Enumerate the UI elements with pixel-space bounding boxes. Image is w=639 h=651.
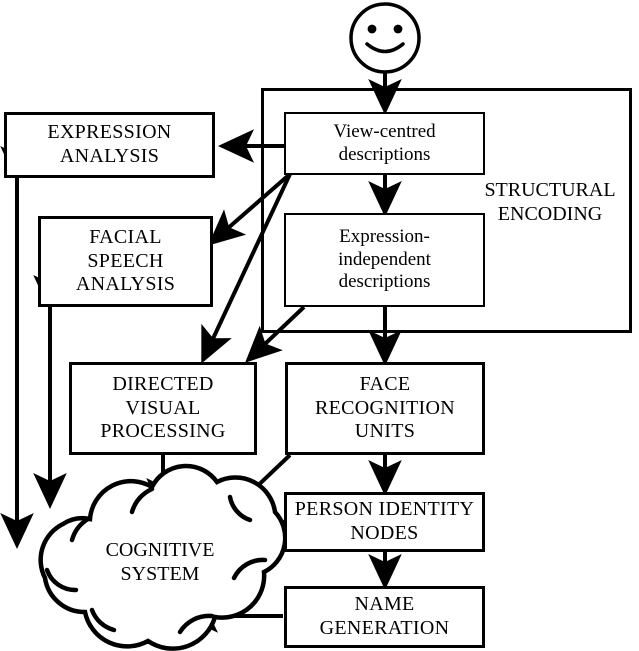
connector-view-centred-to-directed-visual	[201, 173, 292, 364]
node-cognitive-system-label: COGNITIVE SYSTEM	[105, 539, 215, 585]
node-facial-speech-analysis[interactable]: FACIAL SPEECH ANALYSIS	[38, 216, 213, 307]
connector-view-centred-to-facial-speech	[207, 172, 292, 246]
structural-encoding-label: STRUCTURAL ENCODING	[484, 179, 616, 225]
node-name-generation-label: NAME GENERATION	[319, 593, 450, 639]
node-expression-independent-descriptions-label: Expression- independent descriptions	[338, 226, 431, 293]
node-expression-analysis-label: EXPRESSION ANALYSIS	[47, 121, 172, 167]
smiley-face-icon	[349, 2, 421, 74]
node-name-generation[interactable]: NAME GENERATION	[284, 586, 485, 648]
node-facial-speech-analysis-label: FACIAL SPEECH ANALYSIS	[75, 226, 176, 296]
node-face-recognition-units[interactable]: FACE RECOGNITION UNITS	[285, 362, 485, 455]
node-face-recognition-units-label: FACE RECOGNITION UNITS	[315, 373, 455, 443]
node-directed-visual-processing[interactable]: DIRECTED VISUAL PROCESSING	[69, 362, 257, 455]
cognitive-system-cloud-shape	[38, 463, 288, 651]
structural-encoding-group-frame	[261, 88, 632, 333]
connector-expression-independent-to-directed-visual	[245, 305, 306, 363]
node-view-centred-descriptions[interactable]: View-centred descriptions	[284, 112, 485, 175]
node-directed-visual-processing-label: DIRECTED VISUAL PROCESSING	[100, 373, 226, 443]
node-expression-independent-descriptions[interactable]: Expression- independent descriptions	[284, 213, 485, 307]
node-view-centred-descriptions-label: View-centred descriptions	[333, 121, 436, 165]
node-expression-analysis[interactable]: EXPRESSION ANALYSIS	[4, 112, 215, 178]
node-person-identity-nodes[interactable]: PERSON IDENTITY NODES	[284, 492, 485, 552]
node-person-identity-nodes-label: PERSON IDENTITY NODES	[294, 498, 475, 544]
